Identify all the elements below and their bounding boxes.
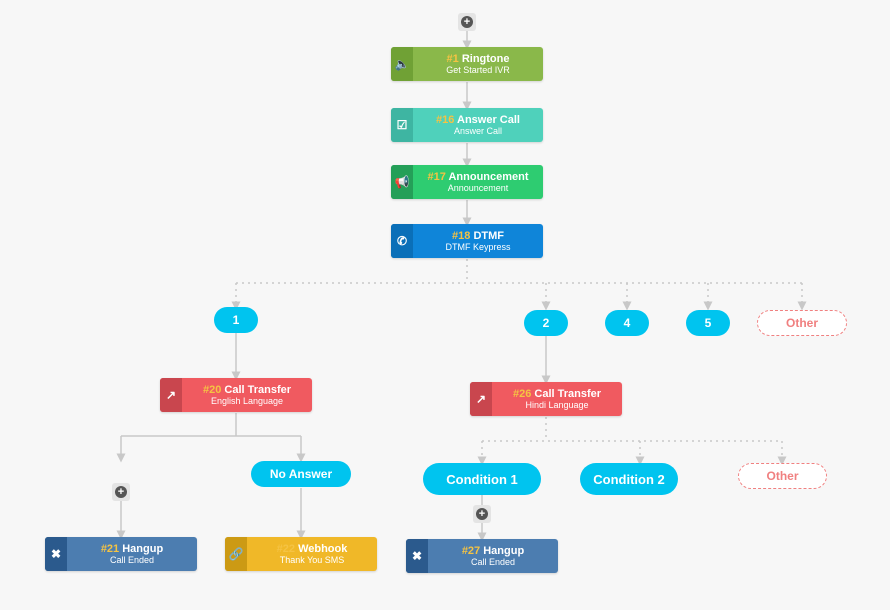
branch-key-1[interactable]: 1 (214, 307, 258, 333)
node-subtitle: DTMF Keypress (445, 242, 511, 253)
node-title: Webhook (298, 542, 348, 555)
node-number: #22 (276, 542, 295, 555)
checkbox-icon: ☑ (391, 108, 413, 142)
node-announcement[interactable]: 📢 #17 Announcement Announcement (391, 165, 543, 199)
node-title: Hangup (122, 542, 164, 555)
branch-other-condition[interactable]: Other (738, 463, 827, 489)
plus-icon: + (115, 486, 127, 498)
phone-icon: ✆ (391, 224, 413, 258)
branch-no-answer[interactable]: No Answer (251, 461, 351, 487)
node-number: #16 (436, 113, 455, 126)
node-title: Call Transfer (534, 387, 602, 400)
node-subtitle: Call Ended (109, 555, 155, 566)
node-title: Ringtone (461, 52, 510, 65)
node-subtitle: Thank You SMS (279, 555, 345, 566)
node-number: #26 (512, 387, 532, 400)
node-answer-call[interactable]: ☑ #16 Answer Call Answer Call (391, 108, 543, 142)
node-ringtone[interactable]: 🔈 #1 Ringtone Get Started IVR (391, 47, 543, 81)
add-node-button-left[interactable]: + (112, 483, 130, 501)
node-number: #21 (100, 542, 120, 555)
node-title: Hangup (483, 544, 525, 557)
node-title: Answer Call (457, 113, 520, 126)
node-hangup-27[interactable]: ✖ #27 Hangup Call Ended (406, 539, 558, 573)
node-subtitle: English Language (210, 396, 284, 407)
node-call-transfer-20[interactable]: ↗ #20 Call Transfer English Language (160, 378, 312, 412)
node-call-transfer-26[interactable]: ↗ #26 Call Transfer Hindi Language (470, 382, 622, 416)
node-title: Announcement (448, 170, 529, 183)
node-title: DTMF (473, 229, 504, 242)
close-icon: ✖ (45, 537, 67, 571)
node-number: #17 (427, 170, 446, 183)
external-link-icon: ↗ (470, 382, 492, 416)
node-subtitle: Announcement (447, 183, 509, 194)
node-webhook-22[interactable]: 🔗 #22 Webhook Thank You SMS (225, 537, 377, 571)
branch-condition-1[interactable]: Condition 1 (423, 463, 541, 495)
branch-condition-2[interactable]: Condition 2 (580, 463, 678, 495)
close-icon: ✖ (406, 539, 428, 573)
branch-key-4[interactable]: 4 (605, 310, 649, 336)
branch-key-5[interactable]: 5 (686, 310, 730, 336)
external-link-icon: ↗ (160, 378, 182, 412)
node-subtitle: Hindi Language (525, 400, 589, 411)
volume-icon: 🔈 (391, 47, 413, 81)
megaphone-icon: 📢 (391, 165, 413, 199)
node-number: #27 (461, 544, 481, 557)
plus-icon: + (461, 16, 473, 28)
add-node-button-right[interactable]: + (473, 505, 491, 523)
node-number: #20 (202, 383, 222, 396)
node-title: Call Transfer (224, 383, 292, 396)
node-subtitle: Answer Call (453, 126, 502, 137)
node-hangup-21[interactable]: ✖ #21 Hangup Call Ended (45, 537, 197, 571)
branch-other-dtmf[interactable]: Other (757, 310, 847, 336)
link-icon: 🔗 (225, 537, 247, 571)
node-subtitle: Get Started IVR (446, 65, 510, 76)
branch-key-2[interactable]: 2 (524, 310, 568, 336)
add-node-button-top[interactable]: + (458, 13, 476, 31)
plus-icon: + (476, 508, 488, 520)
node-number: #1 (446, 52, 459, 65)
node-subtitle: Call Ended (470, 557, 516, 568)
node-number: #18 (452, 229, 471, 242)
node-dtmf[interactable]: ✆ #18 DTMF DTMF Keypress (391, 224, 543, 258)
